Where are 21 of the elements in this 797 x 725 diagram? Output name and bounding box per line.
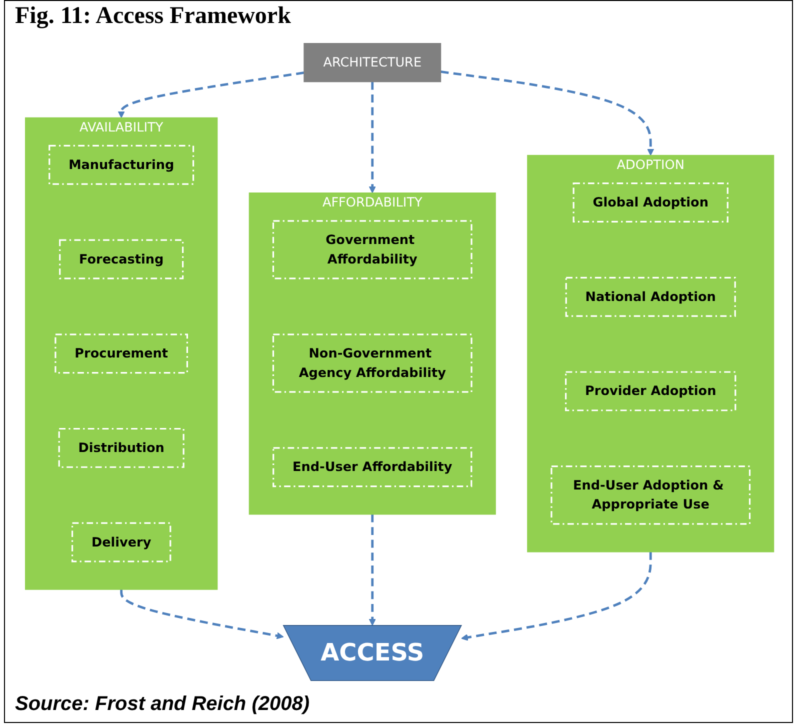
node-box: Procurement xyxy=(54,334,188,374)
arrow xyxy=(368,514,376,626)
node-box: Distribution xyxy=(58,428,184,468)
source-caption: Source: Frost and Reich (2008) xyxy=(15,693,310,716)
node-box: End-User Adoption & Appropriate Use xyxy=(550,466,750,525)
node-box: ARCHITECTURE xyxy=(304,43,442,82)
node-box: Provider Adoption xyxy=(564,371,736,412)
arrow xyxy=(118,72,304,118)
arrow xyxy=(368,82,376,194)
node-box: Forecasting xyxy=(59,239,184,280)
arrow xyxy=(120,589,284,640)
node-box: Manufacturing xyxy=(48,144,194,185)
node-box: Government Affordability xyxy=(272,220,472,280)
arrow xyxy=(440,70,654,156)
figure-title: Fig. 11: Access Framework xyxy=(15,3,291,30)
node-box: Delivery xyxy=(71,522,172,562)
node-box: Non-Government Agency Affordability xyxy=(272,334,472,393)
node-box: National Adoption xyxy=(565,276,736,317)
node-box: Global Adoption xyxy=(572,182,728,222)
arrow xyxy=(460,552,652,641)
node-box: End-User Affordability xyxy=(272,447,472,488)
